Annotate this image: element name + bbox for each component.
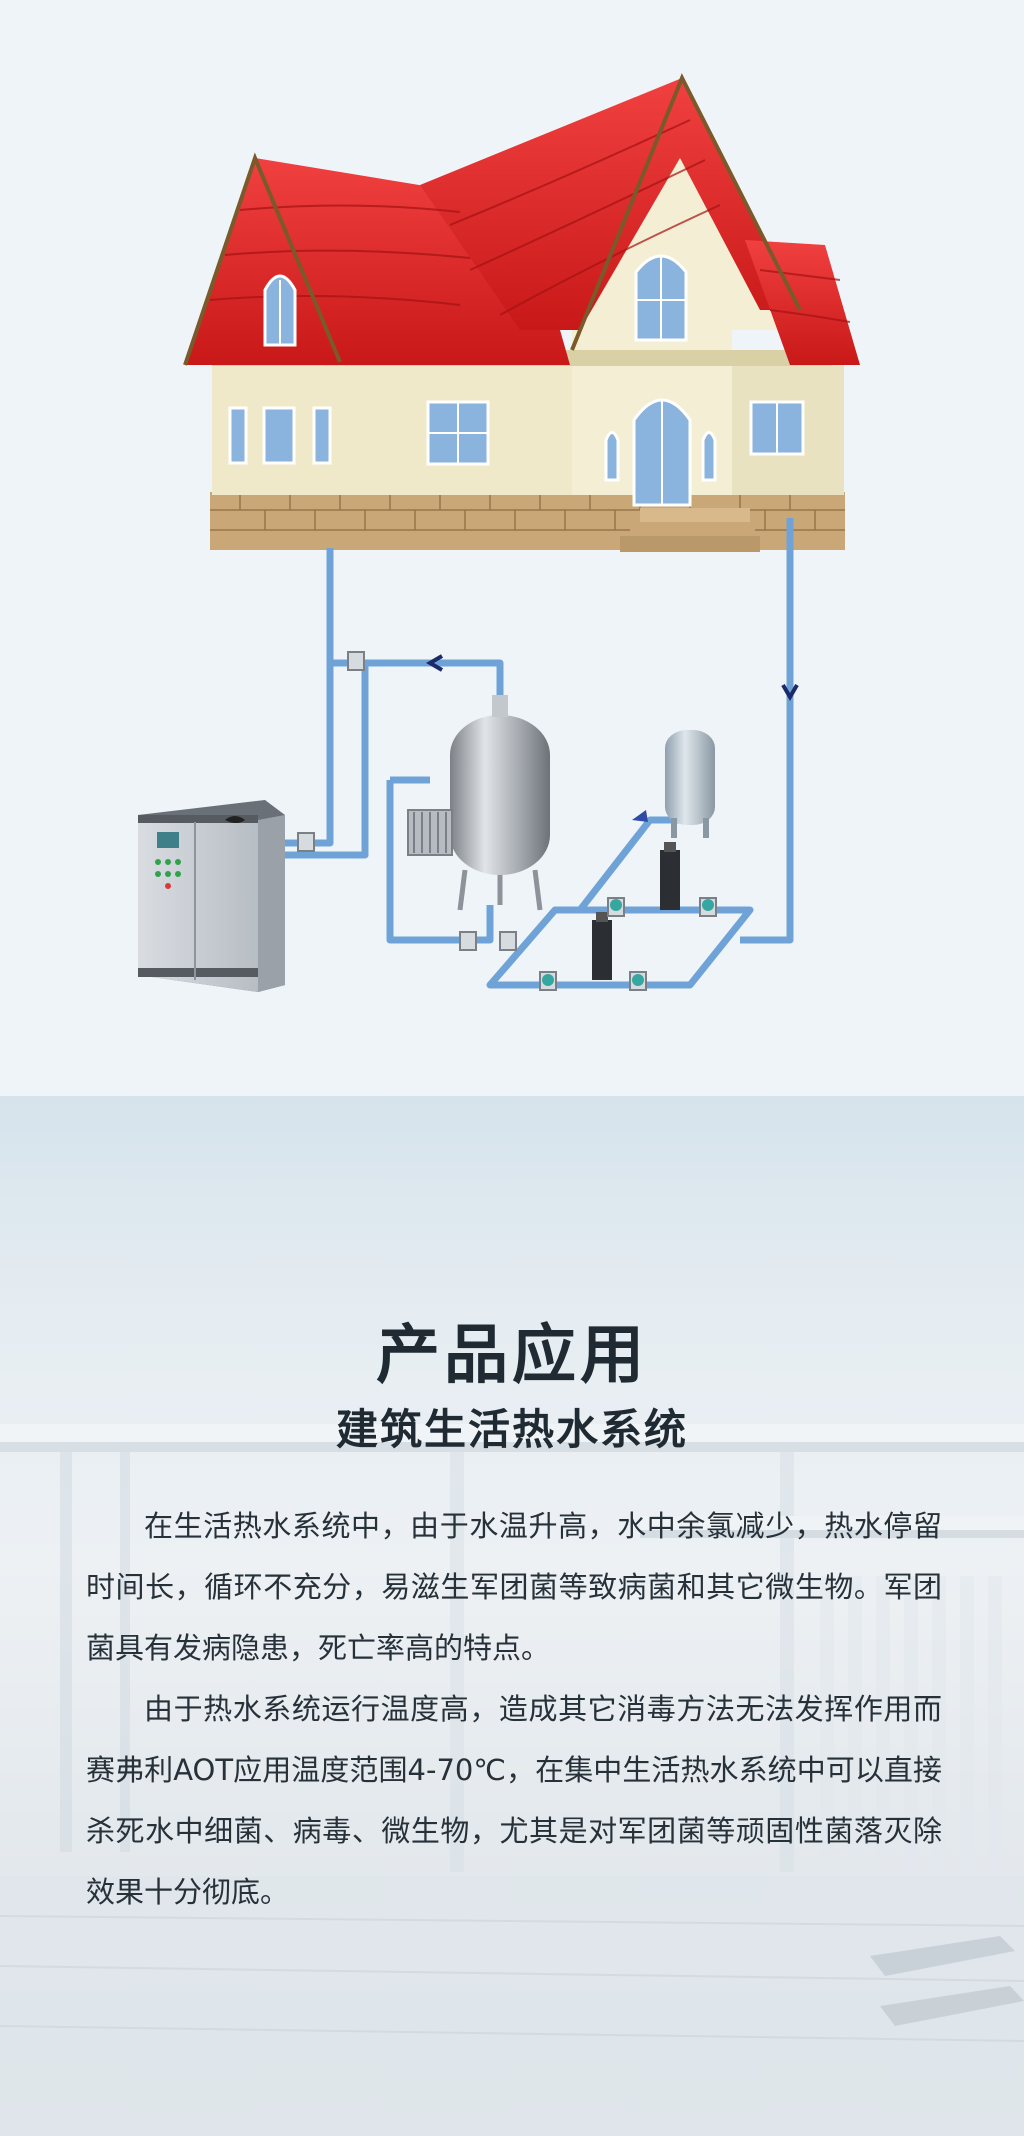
architecture-background [0,1424,1024,2136]
system-illustration [138,73,860,992]
application-section: 产品应用 建筑生活热水系统 在生活热水系统中，由于水温升高，水中余氯减少，热水停… [0,1096,1024,2136]
pipe-network [285,518,794,989]
valve-icon [542,899,714,986]
body-paragraph: 在生活热水系统中，由于水温升高，水中余氯减少，热水停留时间长，循环不充分，易滋生… [86,1509,942,1665]
flow-arrow-icon [426,654,444,672]
section-subtitle: 建筑生活热水系统 [335,1405,688,1454]
house-icon [183,73,860,552]
hot-water-tank-icon [407,695,550,911]
control-cabinet-icon [138,800,285,992]
expansion-tank-icon [632,730,715,838]
circulation-pump-icon [592,842,680,980]
body-paragraph: 由于热水系统运行温度高，造成其它消毒方法无法发挥作用而赛弗利AOT应用温度范围4… [86,1692,942,1909]
section-title: 产品应用 [376,1319,648,1393]
hot-water-system-diagram [138,73,860,992]
flow-arrow-icon [781,683,799,701]
section-body: 在生活热水系统中，由于水温升高，水中余氯减少，热水停留时间长，循环不充分，易滋生… [86,1496,942,1923]
